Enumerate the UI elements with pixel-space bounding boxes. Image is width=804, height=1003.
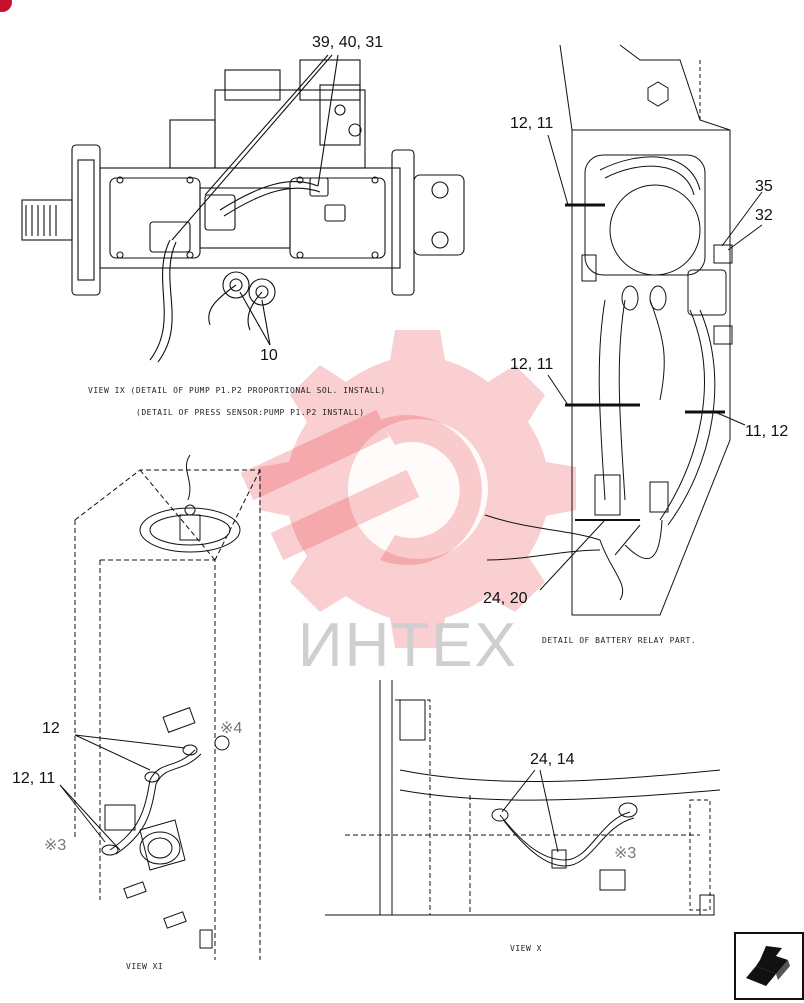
callout-35: 35 bbox=[755, 178, 773, 195]
watermark-text: ИНТЕХ bbox=[298, 611, 518, 680]
caption-view-ix: VIEW IX (DETAIL OF PUMP P1.P2 PROPORTION… bbox=[88, 386, 386, 395]
tank-assembly bbox=[74, 469, 261, 960]
callout-24-14: 24, 14 bbox=[530, 751, 575, 768]
next-page-arrow-icon bbox=[746, 946, 790, 986]
callout-12-11-upper: 12, 11 bbox=[510, 115, 554, 132]
callout-12: 12 bbox=[42, 720, 60, 737]
caption-view-xi: VIEW XI bbox=[126, 962, 164, 971]
callout-10: 10 bbox=[260, 347, 278, 364]
callout-39-40-31: 39, 40, 31 bbox=[312, 34, 384, 51]
marker-x4: ※4 bbox=[220, 720, 243, 737]
callout-11-12: 11, 12 bbox=[745, 423, 789, 440]
callout-24-20: 24, 20 bbox=[483, 590, 528, 607]
caption-press-sensor: (DETAIL OF PRESS SENSOR:PUMP P1.P2 INSTA… bbox=[136, 408, 365, 417]
callout-12-11-middle: 12, 11 bbox=[510, 356, 554, 373]
callout-12-11-lower: 12, 11 bbox=[12, 770, 56, 787]
next-page-button[interactable] bbox=[734, 932, 804, 1000]
caption-battery-relay: DETAIL OF BATTERY RELAY PART. bbox=[542, 636, 697, 645]
view-x-assembly bbox=[325, 680, 721, 916]
marker-x3-right: ※3 bbox=[614, 845, 637, 862]
caption-view-x: VIEW X bbox=[510, 944, 542, 953]
pump-assembly bbox=[21, 54, 465, 363]
callout-32: 32 bbox=[755, 207, 773, 224]
corner-badge bbox=[0, 0, 12, 12]
marker-x3-left: ※3 bbox=[44, 837, 67, 854]
battery-relay-assembly bbox=[484, 44, 763, 616]
tank-top-details bbox=[59, 454, 241, 949]
